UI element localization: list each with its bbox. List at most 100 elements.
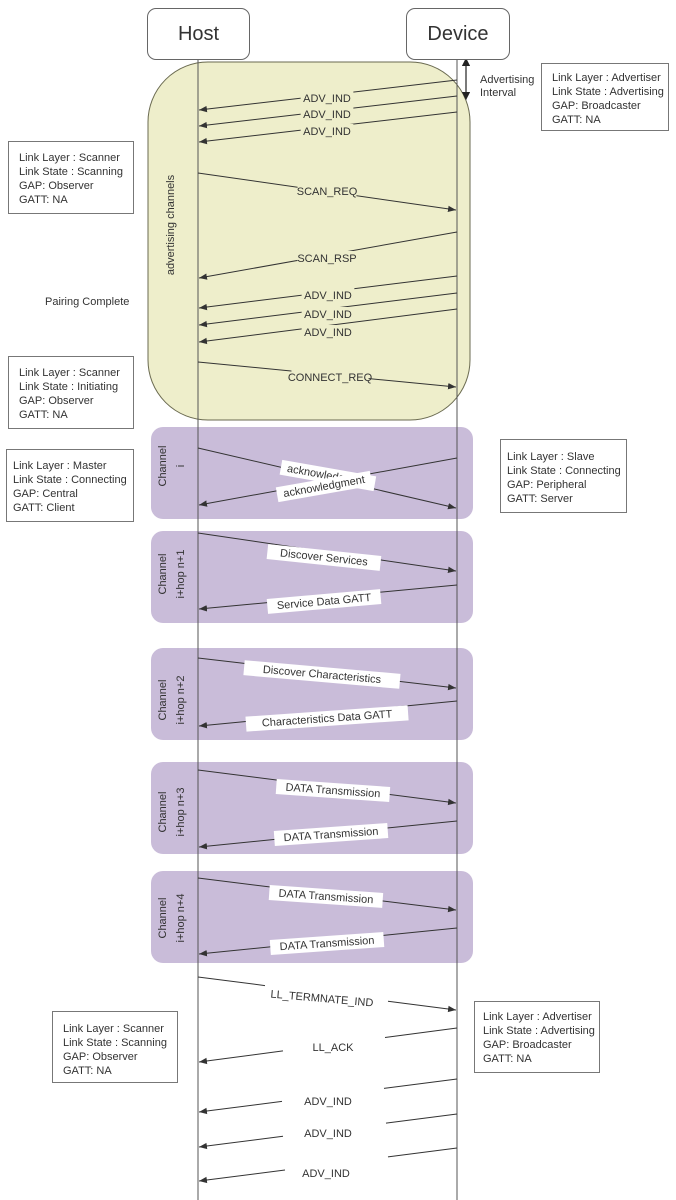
message-label-background [301,307,355,322]
state-line: Link Layer : Scanner [19,152,120,164]
message-label-group: DATA Transmission [269,932,385,955]
message-label-group: ADV_IND [300,124,354,139]
message-label-background [243,660,401,689]
message-label-background [245,705,409,732]
message-adv-ind: ADV_IND [198,1147,458,1184]
message-ll-termnate-ind: LL_TERMNATE_IND [197,976,457,1013]
state-box-device-advertiser-end: Link Layer : Advertiser Link State : Adv… [474,1001,600,1073]
message-label-group: LL_ACK [313,1042,355,1054]
message-label: LL_TERMNATE_IND [270,989,374,1010]
message-line [197,976,266,987]
region-background [151,531,473,623]
message-label-group: ADV_IND [300,107,354,122]
message-data-transmission: DATA Transmission [198,820,458,850]
message-label: LL_ACK [313,1042,355,1054]
message-label-background [268,885,384,908]
state-line: GAP: Peripheral [507,479,587,491]
region-label: Channel [157,680,169,721]
message-adv-ind: ADV_IND [198,275,458,311]
state-line: Link State : Initiating [19,381,119,393]
message-data-transmission: DATA Transmission [198,927,458,957]
state-line: GAP: Central [13,488,78,500]
region-background [147,61,471,421]
message-label-background [297,184,357,199]
message-label-background [301,325,355,340]
message-line [387,1147,458,1158]
state-line: Link State : Connecting [507,465,621,477]
message-label-background [266,544,382,571]
message-label-background [269,932,385,955]
message-line [384,1027,458,1038]
state-line: GAP: Observer [19,395,94,407]
state-line: Link State : Advertising [483,1025,595,1037]
state-line: Link Layer : Slave [507,451,595,463]
state-line: GATT: NA [19,409,68,421]
message-label-background [297,251,357,266]
channel-region: Channel i+hop n+1 [151,531,473,623]
state-line: Link State : Scanning [19,166,123,178]
state-line: Link State : Connecting [13,474,127,486]
state-line: GAP: Broadcaster [552,100,641,112]
state-line: GAP: Observer [63,1051,138,1063]
message-adv-ind: ADV_IND [198,292,458,328]
advertising-channels-region: advertising channels [147,61,471,421]
message-label-group: CONNECT_REQ [288,370,373,385]
message-scan-rsp: SCAN_RSP [198,231,458,280]
device-label: Device [427,22,489,45]
message-label: ADV_IND [304,309,352,321]
region-sublabel: i+hop n+4 [175,894,187,943]
state-line: Link State : Scanning [63,1037,167,1049]
message-adv-ind: ADV_IND [198,79,458,113]
message-label-background [273,823,389,846]
message-label: SCAN_RSP [297,253,356,265]
state-line: Link Layer : Advertiser [483,1011,592,1023]
state-line: Link Layer : Scanner [19,367,120,379]
state-box-device-advertiser: Link Layer : Advertiser Link State : Adv… [541,63,669,131]
region-background [151,762,473,854]
message-label: ADV_IND [303,109,351,121]
message-label: ADV_IND [302,1168,350,1180]
state-line: GAP: Broadcaster [483,1039,572,1051]
advertising-interval-line2: Interval [480,87,517,99]
message-scan-req: SCAN_REQ [197,172,457,213]
region-label: Channel [157,554,169,595]
state-line: GATT: NA [483,1053,532,1065]
message-adv-ind: ADV_IND [198,1078,458,1115]
message-label-group: DATA Transmission [268,885,384,908]
state-line: Link State : Advertising [552,86,664,98]
region-label: advertising channels [165,174,177,275]
message-line [383,1078,458,1089]
message-label-group: DATA Transmission [275,779,391,802]
advertising-interval-line1: Advertising [480,74,535,86]
region-sublabel: i [175,465,187,467]
message-label: ADV_IND [304,1096,352,1108]
message-label: CONNECT_REQ [288,372,373,384]
state-line: GAP: Observer [19,180,94,192]
message-arrow [198,1050,284,1065]
state-box-host-scanner: Link Layer : Scanner Link State : Scanni… [8,141,134,214]
message-adv-ind: ADV_IND [198,1113,458,1150]
message-label-background [300,91,354,106]
advertising-interval-label: Advertising Interval [480,74,534,100]
message-arrow [198,1135,284,1150]
region-background [151,871,473,963]
message-label: ADV_IND [304,290,352,302]
message-data-transmission: DATA Transmission [197,769,457,806]
message-label-group: LL_TERMNATE_IND [270,989,374,1010]
message-label-group: ADV_IND [302,1168,350,1180]
message-arrow [387,1000,457,1013]
region-sublabel: i+hop n+1 [175,550,187,599]
message-label-background [300,124,354,139]
state-box-host-initiating: Link Layer : Scanner Link State : Initia… [8,356,134,429]
message-label-background [291,370,369,385]
message-label-background [301,288,355,303]
message-ll-ack: LL_ACK [198,1027,458,1065]
message-label-background [275,470,373,503]
message-line [385,1113,458,1124]
message-label: ADV_IND [304,327,352,339]
state-line: GATT: NA [19,194,68,206]
host-label: Host [177,22,220,45]
